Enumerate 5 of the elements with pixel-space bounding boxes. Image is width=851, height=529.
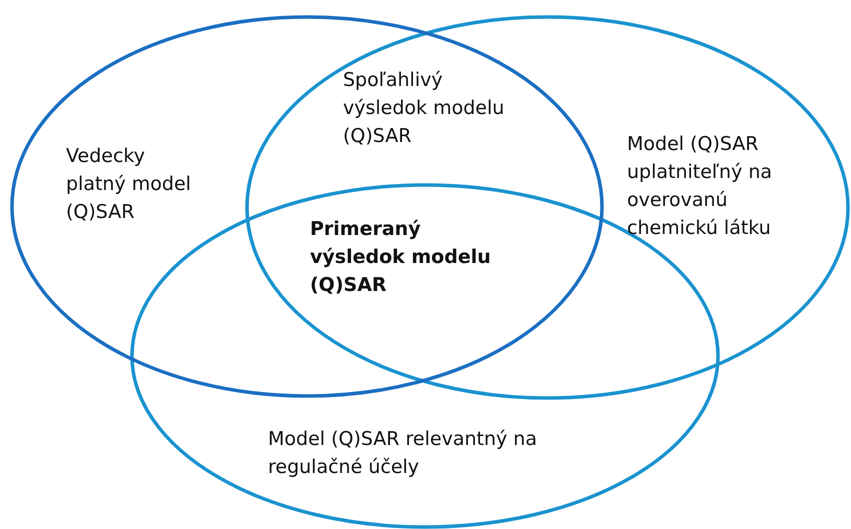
set-label: Vedecky platný model (Q)SAR — [66, 144, 192, 225]
set-label: Model (Q)SAR relevantný na regulačné účely — [268, 427, 538, 480]
overlap-label: Spoľahlivý výsledok modelu (Q)SAR — [343, 68, 506, 149]
intersection-label: Primeraný výsledok modelu (Q)SAR — [310, 217, 492, 298]
set-label: Model (Q)SAR uplatniteľný na overovanú chemickú látku — [627, 132, 774, 241]
